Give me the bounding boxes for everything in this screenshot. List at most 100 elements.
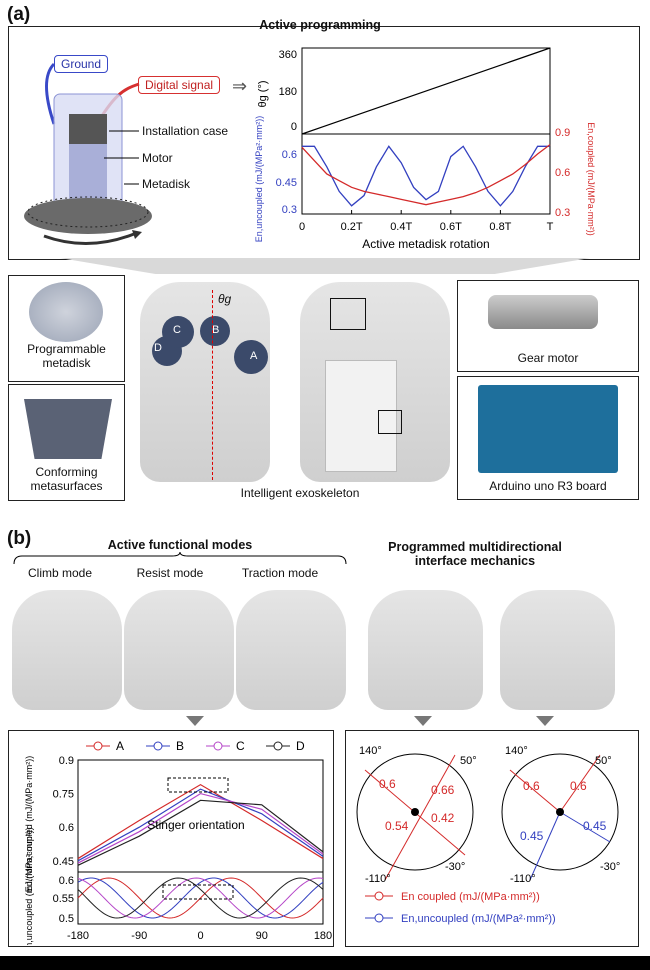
finger-a-label: A (250, 350, 258, 362)
right-angle-140: 140° (505, 745, 528, 757)
theta-series-line (301, 47, 551, 135)
left-value-4: 0.54 (385, 819, 409, 833)
peak-highlight-box (167, 777, 229, 793)
right-value-3: 0.45 (520, 829, 544, 843)
left-angle-140: 140° (359, 745, 382, 757)
bottom-ytick-left-0.3: 0.3 (282, 204, 297, 216)
traction-mode-label: Traction mode (241, 566, 319, 580)
rotation-arrowhead (132, 230, 142, 239)
right-angle-neg110: -110° (510, 873, 536, 885)
uncoupled-ylabel: En,norm,uncoupled (mJ/(MPa²·mm²)) (24, 827, 34, 945)
polar-center-right (556, 808, 564, 816)
bottom-ytick-right-0.9: 0.9 (555, 127, 570, 139)
polar-circle-right (501, 753, 619, 871)
rotation-arrow (43, 232, 135, 245)
resist-mode-label: Resist mode (136, 566, 204, 580)
chart-b-xtick: 180 (314, 930, 332, 942)
arrow-right-icon: ⇒ (232, 76, 248, 96)
panel-a-charts: θg (°) 360 180 0 0.6 0.45 0.3 0.9 0.6 0.… (254, 47, 596, 251)
traction-hand-photo (236, 590, 346, 710)
exoskeleton-caption: Intelligent exoskeleton (240, 486, 360, 500)
arduino-box: Arduino uno R3 board (457, 376, 639, 500)
theta-g-label: θg (218, 292, 232, 306)
multidirectional-hand-1 (368, 590, 483, 710)
coupled-series-lines (77, 783, 324, 866)
chart-b-xtick: 90 (256, 930, 268, 942)
polar-center-left (411, 808, 419, 816)
finger-b-label: B (212, 324, 220, 336)
xtick-label: 0.6T (440, 221, 462, 233)
metadisk-photo-box: Programmable metadisk (8, 275, 125, 382)
legend-marker (273, 741, 283, 751)
zoom-cone (60, 258, 590, 274)
uncoupled-ytick: 0.6 (59, 875, 74, 887)
wave-line (77, 877, 324, 919)
xtick-label: T (547, 221, 554, 233)
chart-b-xtick: -180 (67, 930, 89, 942)
chart-b-yticks: 0.450.60.750.90.50.550.6 (53, 755, 74, 925)
down-arrow-icon (186, 716, 204, 726)
xtick-label: 0 (299, 221, 305, 233)
right-value-1: 0.6 (523, 779, 540, 793)
uncoupled-series-line (302, 145, 550, 207)
arduino-photo (478, 385, 618, 473)
left-value-3: 0.42 (431, 811, 455, 825)
polar-box (345, 730, 639, 947)
left-angle-neg110: -110° (365, 873, 391, 885)
metasurfaces-caption: Conforming metasurfaces (30, 465, 103, 493)
coupled-ytick: 0.9 (59, 755, 74, 767)
legend-uncoupled-text: En,uncoupled (mJ/(MPa²·mm²)) (401, 913, 556, 925)
legend-coupled-marker (374, 891, 384, 901)
bottom-plot-frame (301, 133, 551, 215)
wave-line (77, 877, 324, 919)
legend-marker (153, 741, 163, 751)
finger-a-disk (234, 340, 268, 374)
xtick-label: 0.8T (489, 221, 511, 233)
gear-motor-box: Gear motor (457, 280, 639, 372)
climb-mode-label: Climb mode (27, 566, 93, 580)
right-angle-neg30: -30° (600, 861, 620, 873)
series-line-b (77, 788, 324, 862)
legend-label: B (176, 739, 184, 753)
bottom-xlabel: Active metadisk rotation (362, 237, 489, 251)
resist-hand-photo (124, 590, 234, 710)
coupled-ytick: 0.45 (53, 856, 74, 868)
motor-body (69, 144, 107, 199)
coupled-series-line (301, 144, 551, 206)
metasurface-photo (24, 399, 112, 459)
polar-axis-right-4 (559, 811, 611, 843)
top-ytick-0: 0 (291, 121, 297, 133)
stinger-label: Stinger orientation (147, 818, 244, 832)
brace-path (13, 552, 347, 565)
chart-b-xtick: -90 (131, 930, 147, 942)
polar-axis-left-2 (384, 754, 456, 881)
control-box (325, 360, 397, 472)
multidirectional-hand-2 (500, 590, 615, 710)
finger-c-label: C (173, 324, 181, 336)
uncoupled-series-lines (77, 877, 324, 919)
finger-b-disk (200, 316, 230, 346)
coupled-ytick: 0.75 (53, 789, 74, 801)
right-value-2: 0.6 (570, 779, 587, 793)
bottom-ylabel-right: En,coupled (mJ/(MPa·mm²)) (586, 122, 596, 236)
bottom-ytick-right-0.3: 0.3 (555, 207, 570, 219)
top-ytick-180: 180 (279, 86, 297, 98)
coupled-plot-frame (77, 759, 324, 873)
metadisk-photo (29, 282, 103, 342)
polar-circle-left (356, 753, 474, 871)
xtick-label: 0.4T (390, 221, 412, 233)
polar-axis-right-3 (529, 811, 561, 881)
uncoupled-ytick: 0.5 (59, 913, 74, 925)
motor-top (69, 114, 107, 144)
motor-zoom-marker (330, 298, 366, 330)
metasurfaces-photo-box: Conforming metasurfaces (8, 384, 125, 501)
metadisk-pattern (27, 196, 149, 228)
modes-title: Active functional modes (107, 538, 253, 552)
left-angle-neg30: -30° (445, 861, 465, 873)
gear-motor-photo (488, 295, 598, 329)
metadisk-caption: Programmable metadisk (27, 342, 106, 370)
wave-line (77, 877, 324, 919)
orientation-dashed-line (212, 290, 214, 480)
xtick-label: 0.2T (341, 221, 363, 233)
